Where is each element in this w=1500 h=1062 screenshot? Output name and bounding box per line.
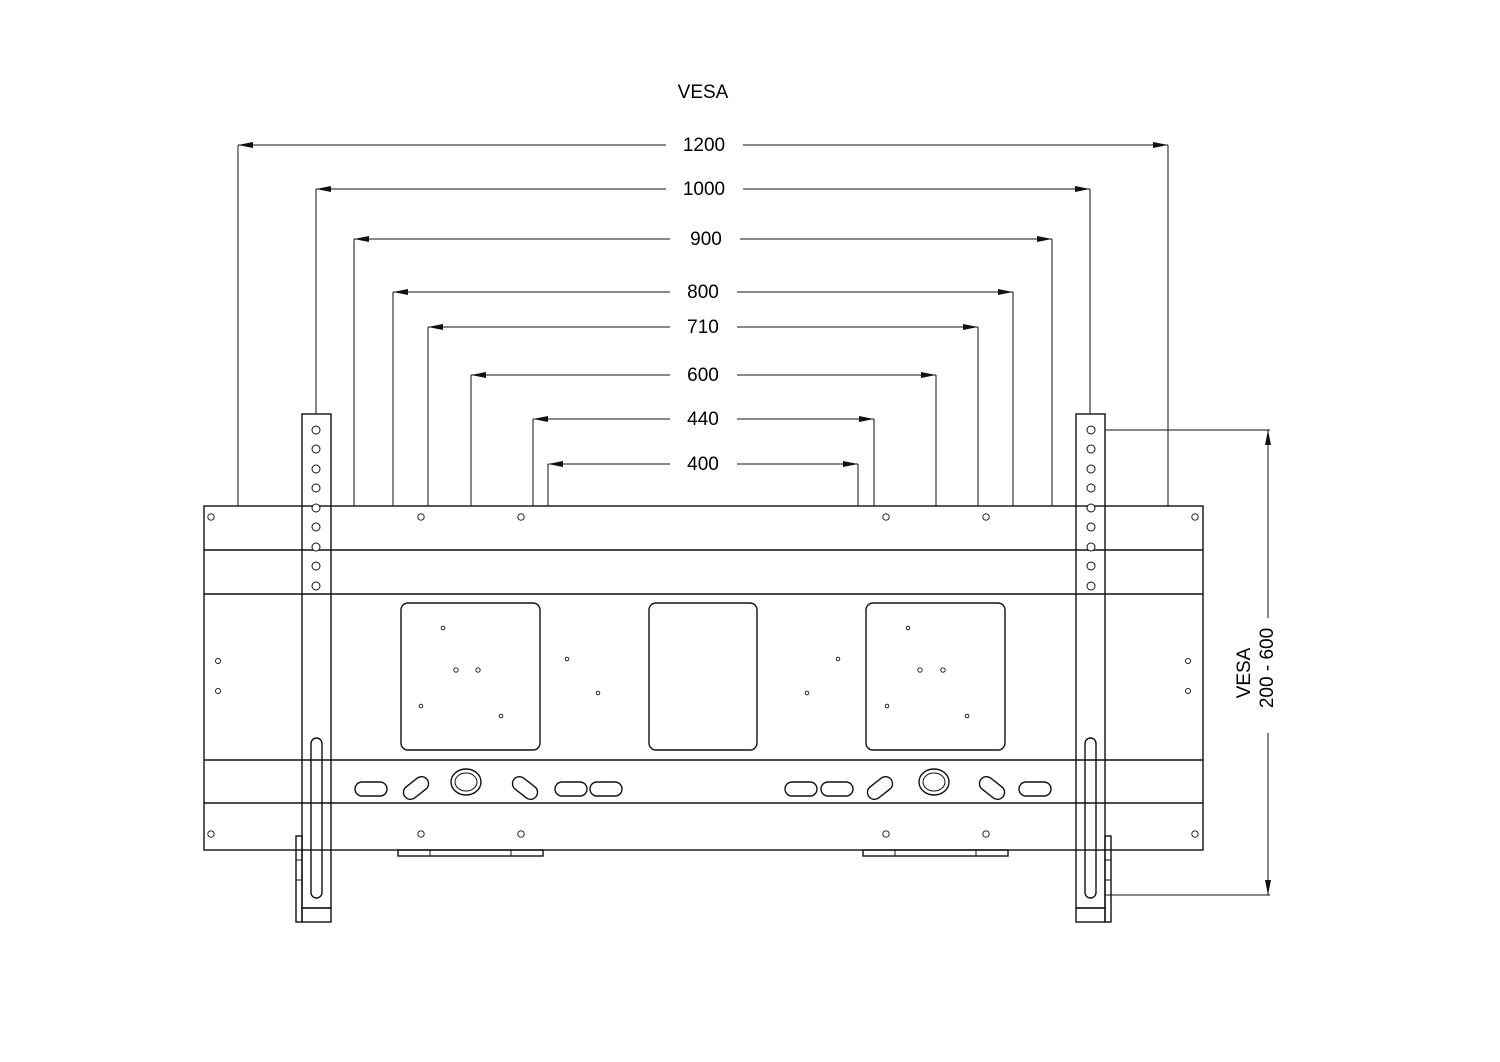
dimension-600: 600 [470,365,937,506]
vesa-title: VESA [678,82,729,103]
dimension-1000: 1000 [315,179,1091,414]
vertical-dimension-label-line2: 200 - 600 [1257,628,1278,708]
horizontal-dimensions: 1200 1000 900 800 [237,135,1169,506]
mounting-plate [203,505,1204,857]
dimension-440: 440 [532,409,875,506]
dimension-label-400: 400 [687,454,719,475]
vertical-dimension: VESA 200 - 600 [1105,429,1278,896]
dimension-label-600: 600 [687,365,719,386]
dimension-label-800: 800 [687,282,719,303]
vertical-dimension-label-line1: VESA [1234,647,1255,698]
right-vertical-arm [1075,413,1112,923]
left-vertical-arm [295,413,332,923]
dimension-label-900: 900 [690,229,722,250]
dimension-900: 900 [353,229,1053,506]
dimension-label-1200: 1200 [683,135,725,156]
dimension-label-710: 710 [687,317,719,338]
dimension-710: 710 [427,317,979,506]
dimension-label-1000: 1000 [683,179,725,200]
dimension-1200: 1200 [237,135,1169,506]
dimension-label-440: 440 [687,409,719,430]
dimension-400: 400 [547,454,859,506]
dimension-800: 800 [392,282,1014,506]
